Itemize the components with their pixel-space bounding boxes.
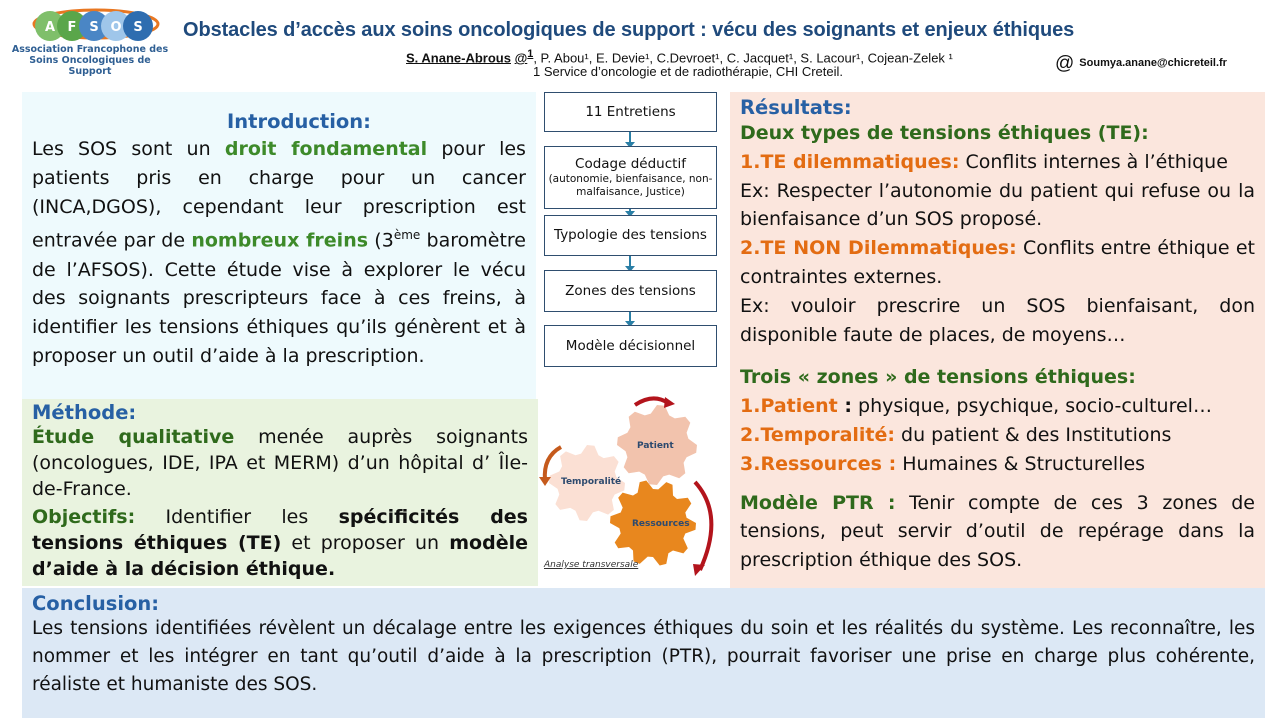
rotation-arrow-icon xyxy=(633,396,670,407)
flow-step-codage: Codage déductif(autonomie, bienfaisance,… xyxy=(544,146,717,209)
gear-label-ressources: Ressources xyxy=(632,519,690,529)
flow-step-typologie: Typologie des tensions xyxy=(544,215,717,256)
introduction-heading: Introduction: xyxy=(227,110,371,133)
lead-author-mark: @ xyxy=(514,50,528,66)
te-dilemmatiques: 1.TE dilemmatiques: Conflits internes à … xyxy=(740,150,1228,173)
objectifs-text: Objectifs: Identifier les spécificités d… xyxy=(32,506,528,580)
flow-step-entretiens: 11 Entretiens xyxy=(544,92,717,132)
zone-ressources: 3.Ressources : Humaines & Structurelles xyxy=(740,452,1146,475)
flow-arrow xyxy=(625,209,635,217)
te-example-2: Ex: vouloir prescrire un SOS bienfaisant… xyxy=(740,294,1255,346)
methode-text: Étude qualitative menée auprès soignants… xyxy=(32,426,529,500)
contact-email[interactable]: @ Soumya.anane@chicreteil.fr xyxy=(1055,53,1270,75)
logo-line-1: Association Francophone des xyxy=(11,44,169,55)
gears-caption: Analyse transversale xyxy=(544,560,639,570)
gear-label-temporalite: Temporalité xyxy=(561,477,622,487)
flow-step-modele: Modèle décisionnel xyxy=(544,325,717,367)
gear-patient-icon xyxy=(617,405,697,485)
svg-text:S: S xyxy=(89,20,98,35)
affiliation: 1 Service d’oncologie et de radiothérapi… xyxy=(533,64,844,79)
te-example-1: Ex: Respecter l’autonomie du patient qui… xyxy=(740,179,1255,231)
zone-temporalite: 2.Temporalité: du patient & des Institut… xyxy=(740,423,1172,446)
conclusion-heading: Conclusion: xyxy=(32,592,160,615)
flow-arrow xyxy=(625,132,635,148)
email-text[interactable]: Soumya.anane@chicreteil.fr xyxy=(1079,57,1227,69)
conclusion-section: Conclusion: Les tensions identifiées rév… xyxy=(22,588,1265,718)
rotation-arrow-icon xyxy=(693,480,714,571)
resultats-section: Résultats: Deux types de tensions éthiqu… xyxy=(730,92,1265,588)
te-types-heading: Deux types de tensions éthiques (TE): xyxy=(740,122,1149,144)
authors: S. Anane-Abrous @1, P. Abou¹, E. Devie¹,… xyxy=(406,48,953,66)
gear-label-patient: Patient xyxy=(637,441,674,451)
flow-arrow xyxy=(625,312,635,327)
methode-heading: Méthode: xyxy=(32,401,137,424)
modele-ptr: Modèle PTR : Tenir compte de ces 3 zones… xyxy=(740,491,1255,572)
resultats-heading: Résultats: xyxy=(740,96,852,119)
logo-line-2: Soins Oncologiques de Support xyxy=(29,55,151,77)
svg-text:O: O xyxy=(110,20,121,35)
gear-temporalite-icon xyxy=(549,445,625,521)
zone-patient: 1.Patient : physique, psychique, socio-c… xyxy=(740,395,1212,418)
svg-text:A: A xyxy=(45,20,55,35)
rotation-arrow-icon xyxy=(542,445,563,481)
gears-diagram: Patient Temporalité Ressources xyxy=(535,385,730,580)
methode-section: Méthode: Étude qualitative menée auprès … xyxy=(22,399,538,586)
logo-caption: Association Francophone des Soins Oncolo… xyxy=(10,44,170,77)
introduction-text: Les SOS sont un droit fondamental pour l… xyxy=(32,138,526,367)
conclusion-text: Les tensions identifiées révèlent un déc… xyxy=(32,618,1255,695)
poster-title: Obstacles d’accès aux soins oncologiques… xyxy=(183,19,1075,41)
svg-text:F: F xyxy=(68,20,77,35)
zones-heading: Trois « zones » de tensions éthiques: xyxy=(740,366,1136,389)
flow-arrow xyxy=(625,256,635,272)
te-non-dilemmatiques: 2.TE NON Dilemmatiques: Conflits entre é… xyxy=(740,237,1255,288)
introduction-section: Introduction: Les SOS sont un droit fond… xyxy=(22,92,536,399)
lead-author: S. Anane-Abrous xyxy=(406,50,511,66)
svg-text:S: S xyxy=(133,20,142,35)
at-icon: @ xyxy=(1055,53,1075,74)
coauthors: , P. Abou¹, E. Devie¹, C.Devroet¹, C. Ja… xyxy=(533,50,953,66)
gear-ressources-icon xyxy=(610,480,696,566)
flow-step-zones: Zones des tensions xyxy=(544,270,717,312)
